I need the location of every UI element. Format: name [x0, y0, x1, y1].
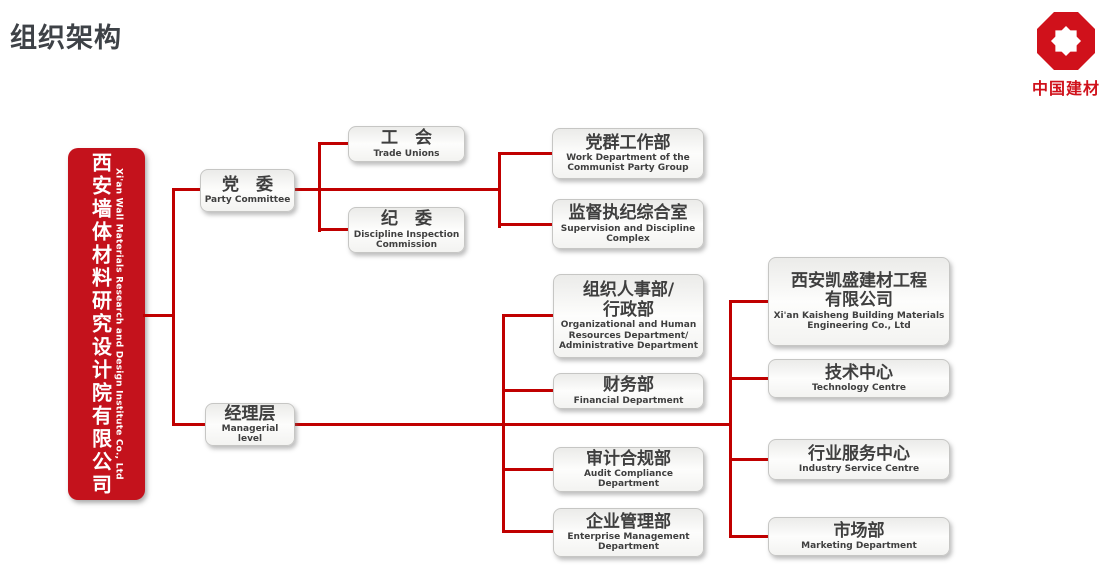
node-kaisheng-company: 西安凯盛建材工程 有限公司 Xi'an Kaisheng Building Ma…: [768, 257, 950, 346]
node-en-label: Party Committee: [204, 195, 291, 206]
node-audit-dept: 审计合规部 Audit Compliance Department: [553, 447, 704, 492]
node-trade-unions: 工 会 Trade Unions: [348, 126, 465, 162]
node-en-label: Enterprise Management Department: [567, 532, 690, 553]
connector-managerial-horizontal: [295, 423, 732, 426]
connector-to-trade-unions: [320, 142, 348, 145]
connector-to-enterprise: [504, 530, 553, 533]
node-party-committee: 党 委 Party Committee: [200, 169, 295, 212]
node-en-label: Marketing Department: [801, 541, 917, 552]
connector-to-marketing: [731, 535, 768, 538]
node-zh-label: 工 会: [381, 128, 432, 149]
node-zh-label: 党 委: [222, 174, 273, 195]
node-en-label: Work Department of the Communist Party G…: [566, 153, 690, 174]
node-marketing-dept: 市场部 Marketing Department: [768, 517, 950, 556]
connector-dept-vertical: [502, 314, 505, 533]
connector-trunk-vertical: [172, 188, 175, 426]
root-company-zh-label: 西安墙体材料研究设计院有限公司: [88, 151, 113, 497]
page-title: 组织架构: [10, 23, 122, 54]
node-zh-label: 企业管理部: [586, 511, 671, 532]
node-zh-label: 纪 委: [381, 209, 432, 230]
connector-to-kaisheng: [731, 300, 768, 303]
node-enterprise-dept: 企业管理部 Enterprise Management Department: [553, 508, 704, 557]
node-zh-label: 技术中心: [825, 362, 893, 383]
company-logo: 中国建材: [1028, 12, 1104, 99]
node-en-label: Trade Unions: [373, 148, 440, 159]
node-en-label: Industry Service Centre: [798, 464, 920, 475]
connector-to-discipline: [320, 228, 348, 231]
node-zh-label: 西安凯盛建材工程 有限公司: [791, 270, 927, 311]
node-financial-dept: 财务部 Financial Department: [553, 373, 704, 409]
connector-subsidiary-vertical: [729, 300, 732, 538]
node-managerial-level: 经理层 Managerial level: [205, 403, 295, 446]
node-en-label: Technology Centre: [811, 383, 907, 394]
node-en-label: Organizational and Human Resources Depar…: [558, 320, 699, 351]
node-en-label: Financial Department: [573, 395, 684, 406]
connector-to-party: [174, 188, 200, 191]
node-zh-label: 行业服务中心: [808, 443, 910, 464]
node-en-label: Discipline Inspection Commission: [353, 229, 460, 250]
node-hr-admin-dept: 组织人事部/ 行政部 Organizational and Human Reso…: [553, 274, 704, 358]
connector-to-financial: [504, 389, 553, 392]
node-technology-centre: 技术中心 Technology Centre: [768, 359, 950, 398]
connector-to-audit: [504, 468, 553, 471]
node-zh-label: 市场部: [833, 520, 885, 541]
node-zh-label: 党群工作部: [585, 132, 671, 153]
node-zh-label: 审计合规部: [586, 448, 671, 469]
connector-to-party-work: [500, 152, 552, 155]
node-industry-service-centre: 行业服务中心 Industry Service Centre: [768, 439, 950, 480]
node-en-label: Xi'an Kaisheng Building Materials Engine…: [773, 310, 945, 332]
root-company-en-label: Xi'an Wall Materials Research and Design…: [113, 168, 124, 480]
connector-to-technology: [731, 377, 768, 380]
node-root-company: 西安墙体材料研究设计院有限公司 Xi'an Wall Materials Res…: [68, 148, 145, 500]
node-en-label: Managerial level: [221, 424, 279, 445]
connector-to-supervision: [500, 223, 552, 226]
node-zh-label: 财务部: [603, 375, 654, 396]
connector-to-industry-service: [731, 458, 768, 461]
logo-text: 中国建材: [1031, 79, 1100, 98]
node-supervision-office: 监督执纪综合室 Supervision and Discipline Compl…: [552, 199, 704, 249]
node-zh-label: 经理层: [224, 403, 276, 424]
node-zh-label: 组织人事部/ 行政部: [582, 280, 675, 320]
node-discipline-commission: 纪 委 Discipline Inspection Commission: [348, 207, 465, 253]
connector-to-hr-admin: [504, 314, 553, 317]
node-zh-label: 监督执纪综合室: [568, 203, 688, 224]
node-en-label: Audit Compliance Department: [583, 469, 674, 490]
cnbm-octagon-star-icon: [1028, 12, 1104, 70]
connector-to-managerial: [174, 423, 205, 426]
connector-party-horizontal: [295, 188, 501, 191]
connector-party-dept-vertical: [498, 152, 501, 228]
node-en-label: Supervision and Discipline Complex: [560, 223, 696, 244]
connector-root-stub: [143, 314, 174, 317]
connector-party-sub-vertical: [318, 142, 321, 232]
node-party-work-dept: 党群工作部 Work Department of the Communist P…: [552, 128, 704, 179]
